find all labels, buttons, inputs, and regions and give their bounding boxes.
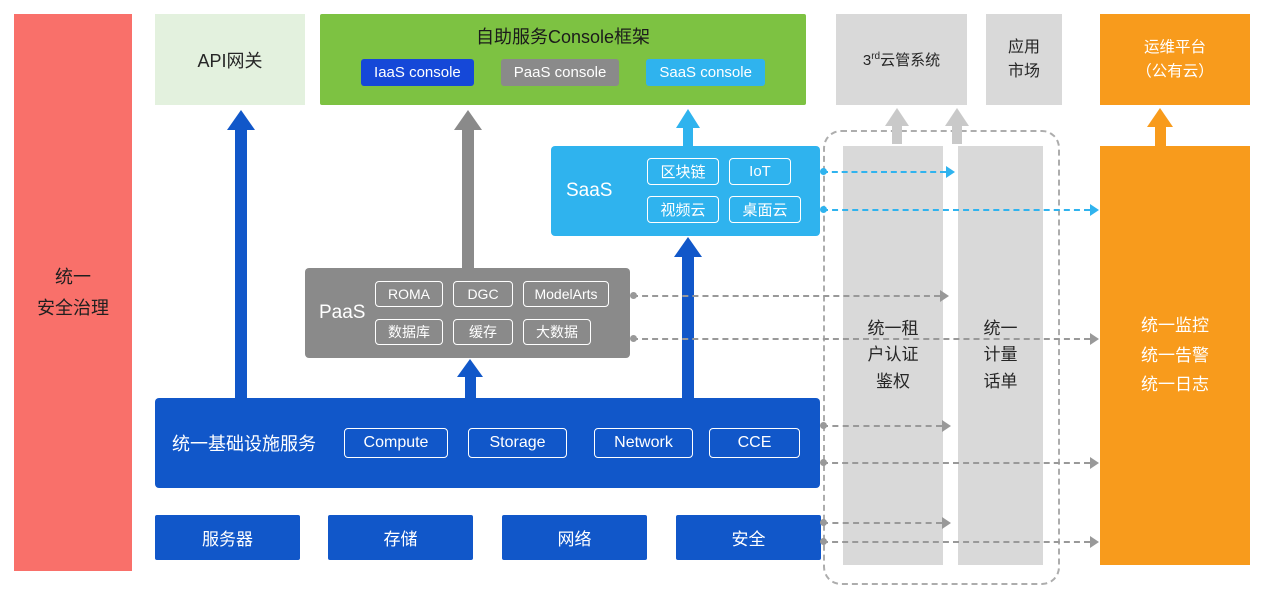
arrow-head — [227, 110, 255, 130]
arrow-shaft — [235, 130, 247, 398]
om-platform-label: 运维平台 （公有云） — [1136, 36, 1214, 83]
paas-box: PaaS ROMA DGC ModelArts 数据库 缓存 大数据 — [305, 268, 630, 358]
resource-box-server: 服务器 — [155, 515, 300, 560]
saas-chip-blockchain: 区块链 — [647, 158, 719, 185]
paas-chip-cache: 缓存 — [453, 319, 513, 345]
app-market-label-line2: 市场 — [1007, 62, 1040, 80]
resource-box-storage: 存储 — [328, 515, 473, 560]
auth-bar-label-line2: 户认证 — [867, 345, 919, 365]
saas-chip-video-cloud: 视频云 — [647, 196, 719, 223]
arrow-shaft — [682, 257, 694, 398]
security-governance-bar: 统一 安全治理 — [14, 14, 132, 571]
paas-chip-modelarts: ModelArts — [523, 281, 609, 307]
billing-bar-label-line3: 话单 — [983, 371, 1018, 391]
security-governance-label-line2: 安全治理 — [37, 297, 109, 318]
saas-chip-desktop-cloud: 桌面云 — [729, 196, 801, 223]
billing-bar-label-line1: 统一 — [983, 318, 1018, 338]
arrow-head — [457, 359, 483, 377]
paas-chip-database: 数据库 — [375, 319, 443, 345]
billing-bar: 统一 计量 话单 — [958, 146, 1043, 565]
monitor-box: 统一监控 统一告警 统一日志 — [1100, 146, 1250, 565]
arrow-head — [454, 110, 482, 130]
auth-bar-label: 统一租 户认证 鉴权 — [868, 316, 919, 395]
third-party-cloud-label: 3rd云管系统 — [863, 49, 940, 70]
resource-box-security: 安全 — [676, 515, 821, 560]
middleware-dashed-container — [823, 130, 1060, 585]
arrow-head — [885, 108, 909, 126]
resource-box-security-label: 安全 — [731, 530, 766, 549]
arrow-head — [945, 108, 969, 126]
arrow-shaft — [1155, 127, 1166, 146]
app-market-box: 应用 市场 — [986, 14, 1062, 105]
saas-console-button: SaaS console — [646, 59, 765, 86]
infra-chip-compute: Compute — [344, 428, 448, 458]
paas-label: PaaS — [319, 302, 366, 323]
monitor-box-label-line3: 统一日志 — [1141, 375, 1209, 395]
monitor-box-label-line2: 统一告警 — [1141, 345, 1209, 365]
om-platform-label-line1: 运维平台 — [1143, 39, 1206, 57]
auth-bar-label-line1: 统一租 — [867, 318, 919, 338]
api-gateway-box: API网关 — [155, 14, 305, 105]
om-platform-box: 运维平台 （公有云） — [1100, 14, 1250, 105]
resource-box-storage-label: 存储 — [383, 530, 418, 549]
saas-label: SaaS — [566, 180, 613, 201]
console-frame-title: 自助服务Console框架 — [475, 27, 651, 47]
resource-box-network: 网络 — [502, 515, 647, 560]
arrow-head — [674, 237, 702, 257]
app-market-label-line1: 应用 — [1007, 38, 1040, 56]
saas-chip-iot: IoT — [729, 158, 791, 185]
paas-console-button: PaaS console — [500, 59, 620, 86]
security-governance-label: 统一 安全治理 — [37, 262, 109, 323]
paas-chip-roma: ROMA — [375, 281, 443, 307]
infra-box: 统一基础设施服务 Compute Storage Network CCE — [155, 398, 820, 488]
paas-chip-bigdata: 大数据 — [523, 319, 591, 345]
api-gateway-label: API网关 — [197, 50, 263, 71]
infra-chip-cce: CCE — [709, 428, 800, 458]
monitor-box-label-line1: 统一监控 — [1141, 315, 1209, 335]
saas-box: SaaS 区块链 IoT 视频云 桌面云 — [551, 146, 820, 236]
resource-box-network-label: 网络 — [557, 530, 592, 549]
arrow-head — [1147, 108, 1173, 127]
auth-bar: 统一租 户认证 鉴权 — [843, 146, 943, 565]
monitor-box-label: 统一监控 统一告警 统一日志 — [1141, 311, 1209, 400]
third-party-cloud-num: 3 — [862, 52, 872, 69]
third-party-cloud-rest: 云管系统 — [880, 52, 941, 69]
third-party-cloud-sup: rd — [871, 51, 881, 62]
app-market-label: 应用 市场 — [1008, 36, 1040, 84]
billing-bar-label: 统一 计量 话单 — [984, 316, 1018, 395]
arrow-shaft — [683, 128, 693, 146]
paas-chip-dgc: DGC — [453, 281, 513, 307]
infra-chip-storage: Storage — [468, 428, 567, 458]
billing-bar-label-line2: 计量 — [983, 345, 1018, 365]
console-frame-box: 自助服务Console框架 IaaS console PaaS console … — [320, 14, 806, 105]
security-governance-label-line1: 统一 — [55, 266, 91, 287]
arrow-shaft — [465, 377, 476, 398]
third-party-cloud-box: 3rd云管系统 — [836, 14, 967, 105]
infra-chip-network: Network — [594, 428, 693, 458]
console-buttons-row: IaaS console PaaS console SaaS console — [320, 59, 806, 86]
arrow-shaft — [462, 130, 474, 268]
auth-bar-label-line3: 鉴权 — [876, 371, 910, 391]
arrow-head — [676, 109, 700, 128]
om-platform-label-line2: （公有云） — [1136, 62, 1214, 80]
infra-label: 统一基础设施服务 — [172, 434, 316, 454]
iaas-console-button: IaaS console — [361, 59, 474, 86]
resource-box-server-label: 服务器 — [202, 530, 253, 549]
